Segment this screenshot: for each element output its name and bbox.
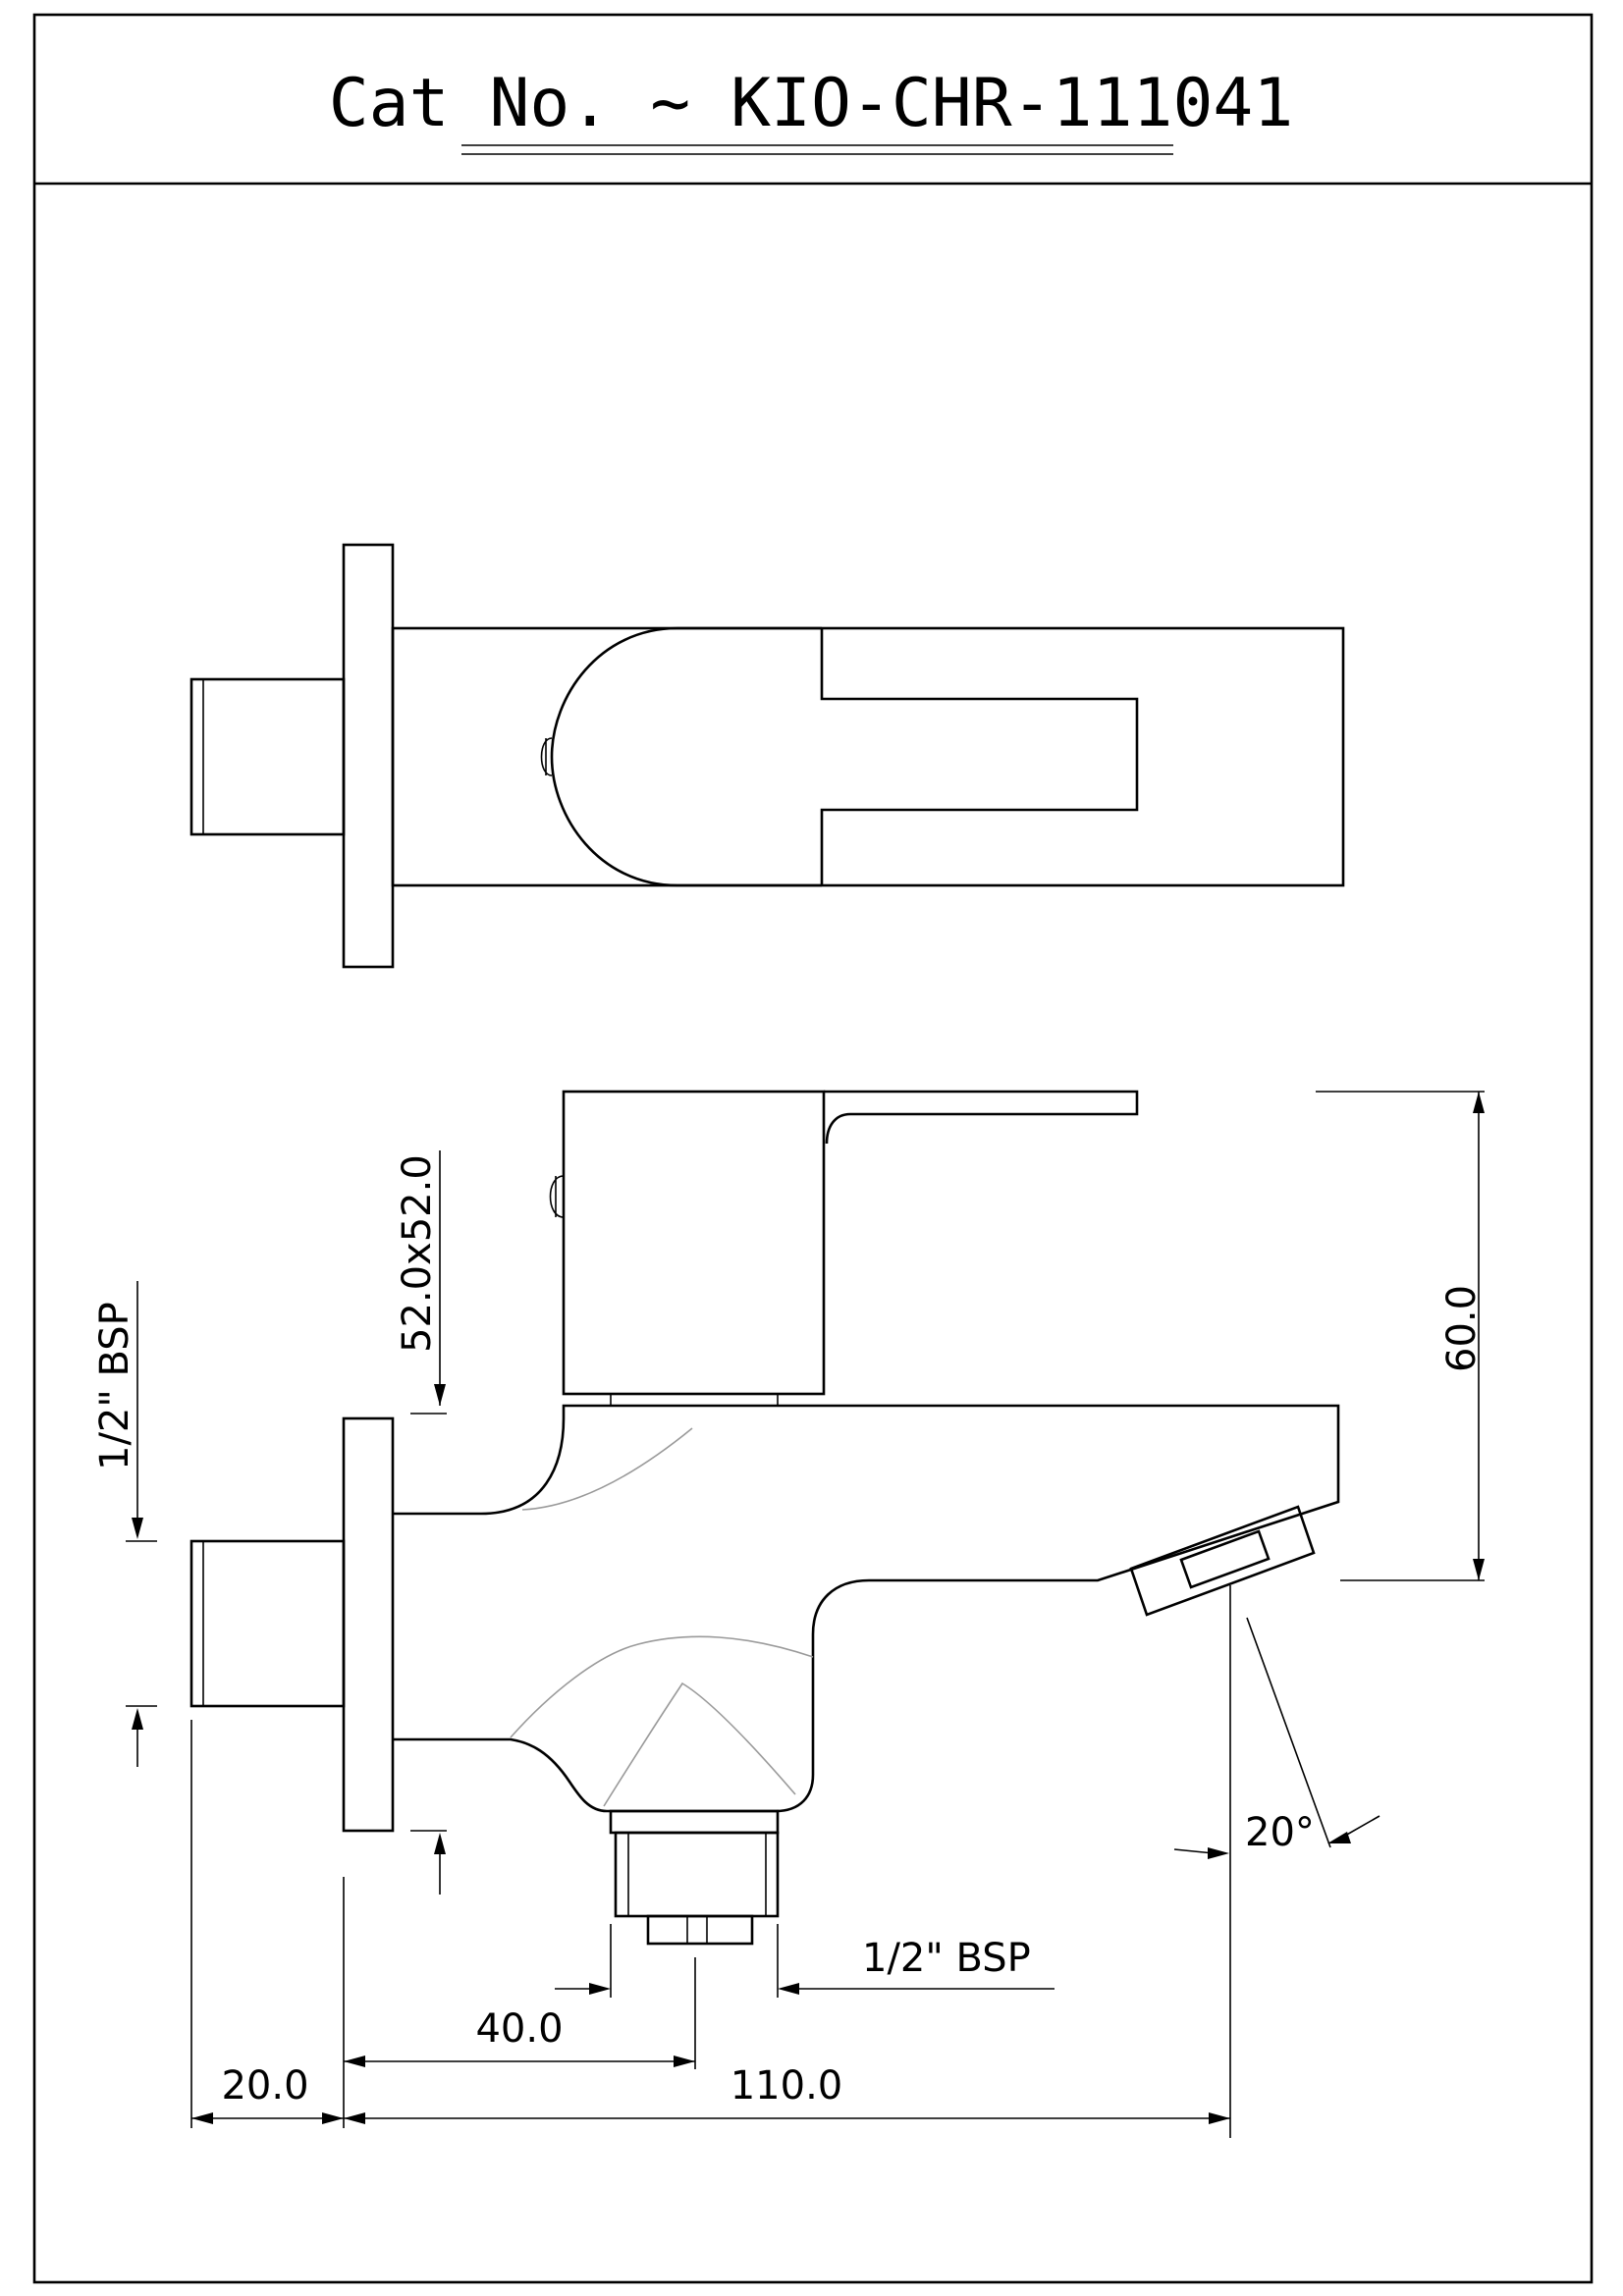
dim-thread-arrow-left xyxy=(191,2112,213,2124)
side-view-flange xyxy=(342,1416,395,1833)
top-view xyxy=(189,543,1345,969)
top-view-handle-cap xyxy=(550,626,822,887)
dim-outlet-arrow-right xyxy=(778,1983,799,1995)
dim-height-arrow-bot xyxy=(1473,1559,1485,1580)
sheet-border xyxy=(32,13,1594,2284)
dim-angle-slant-ext xyxy=(1246,1617,1331,1848)
dim-height-arrow-top xyxy=(1473,1092,1485,1113)
side-view xyxy=(189,1090,1340,1946)
side-view-lever xyxy=(824,1090,1139,1145)
side-view-shading-bottom xyxy=(510,1635,814,1738)
dim-angle-arrow-right xyxy=(1327,1832,1351,1843)
dim-thread-arrow-right xyxy=(322,2112,344,2124)
side-view-outlet-nut xyxy=(614,1831,780,1918)
side-view-spout-body xyxy=(393,1404,1340,1813)
dim-angle-leader-right xyxy=(1344,1815,1380,1837)
dim-body-size-arrow xyxy=(434,1384,446,1406)
dim-outlet-arrow-left xyxy=(589,1983,611,1995)
side-view-knob xyxy=(549,1175,565,1218)
dim-offset-arrow-left xyxy=(344,2056,365,2067)
side-view-shading-top xyxy=(521,1427,693,1511)
side-view-handle-body xyxy=(562,1090,826,1396)
dim-inlet-label: 1/2" BSP xyxy=(92,1302,137,1470)
side-view-inlet-thread xyxy=(189,1539,346,1708)
dim-projection-arrow-right xyxy=(1209,2112,1230,2124)
dim-inlet-arrow-bot xyxy=(132,1708,143,1730)
top-view-body xyxy=(391,626,1345,887)
dim-body-size-label: 52.0x52.0 xyxy=(395,1154,440,1353)
catalog-number: Cat No. ~ KIO-CHR-111041 xyxy=(329,65,1294,142)
dim-height-label: 60.0 xyxy=(1439,1285,1485,1372)
side-view-outlet-thread xyxy=(646,1914,754,1946)
top-view-flange xyxy=(342,543,395,969)
dimensions: 52.0x52.0 1/2" BSP 60.0 20° xyxy=(92,1091,1485,2138)
dim-offset-label: 40.0 xyxy=(475,2006,563,2052)
top-view-inlet-thread xyxy=(189,677,346,836)
side-view-shading-peak xyxy=(603,1682,796,1807)
side-view-aerator-insert xyxy=(1179,1529,1271,1589)
dim-angle-leader-left xyxy=(1173,1848,1215,1854)
dim-angle-arrow-left xyxy=(1208,1847,1229,1859)
top-view-lever xyxy=(820,628,1139,885)
dim-offset-arrow-right xyxy=(674,2056,695,2067)
side-view-aerator xyxy=(1129,1505,1316,1617)
dim-projection-arrow-left xyxy=(344,2112,365,2124)
dim-angle-label: 20° xyxy=(1245,1810,1315,1855)
dim-inlet-arrow-top xyxy=(132,1518,143,1539)
dim-outlet-label: 1/2" BSP xyxy=(862,1936,1031,1981)
top-view-knob xyxy=(540,737,553,776)
dim-projection-label: 110.0 xyxy=(730,2063,843,2109)
side-view-outlet-neck xyxy=(609,1809,780,1835)
dim-thread-label: 20.0 xyxy=(221,2063,308,2109)
dim-flange-bottom-arrow xyxy=(434,1833,446,1854)
